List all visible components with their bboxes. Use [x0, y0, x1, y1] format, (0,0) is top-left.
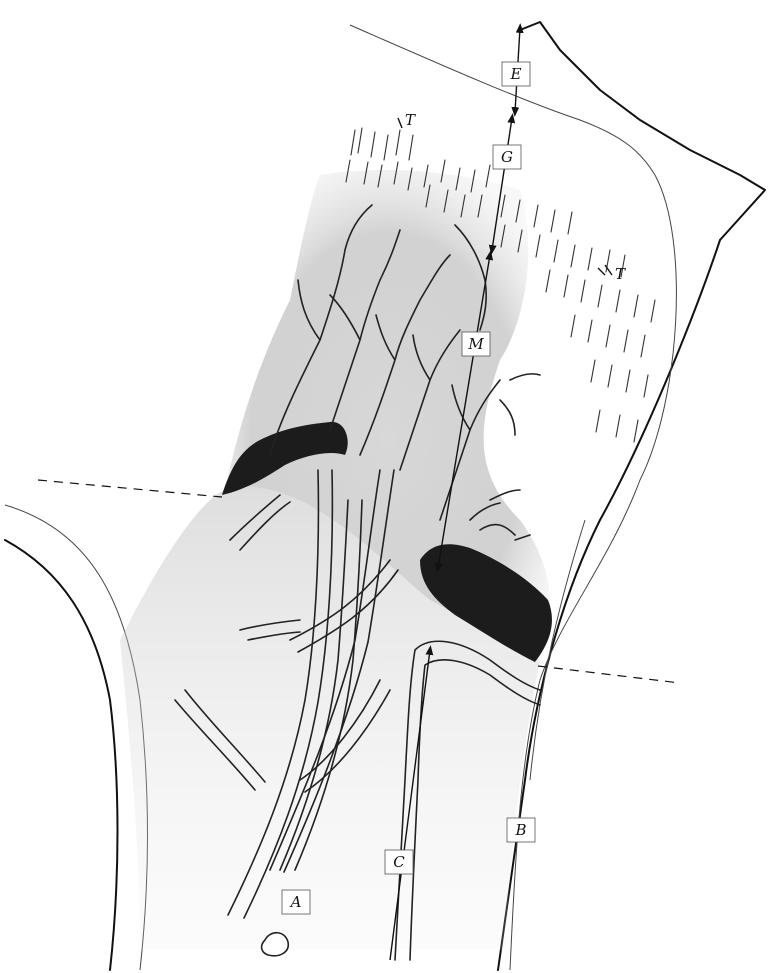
- label-g: G: [493, 145, 521, 169]
- label-g-text: G: [501, 148, 513, 166]
- outer-outline-right: [520, 22, 765, 240]
- label-t-right-text: T: [615, 265, 626, 283]
- label-a: A: [282, 890, 310, 914]
- pointer-t-right: [598, 265, 612, 275]
- label-b: B: [507, 818, 535, 842]
- label-t-upper: T: [405, 111, 416, 129]
- inner-outline-left: [5, 505, 148, 970]
- label-c: C: [385, 850, 413, 874]
- label-t-right: T: [615, 265, 626, 283]
- label-a-text: A: [289, 893, 302, 911]
- label-m-text: M: [467, 335, 484, 353]
- label-e: E: [502, 62, 530, 86]
- label-t-upper-text: T: [405, 111, 416, 129]
- label-b-text: B: [514, 821, 526, 839]
- growth-plate-dashed-right: [538, 666, 680, 683]
- label-m: M: [462, 332, 490, 356]
- label-e-text: E: [510, 65, 522, 83]
- pointer-t-upper: [398, 118, 402, 128]
- outer-outline-left: [5, 540, 118, 970]
- label-c-text: C: [393, 853, 405, 871]
- growth-plate-dashed-left: [38, 480, 222, 497]
